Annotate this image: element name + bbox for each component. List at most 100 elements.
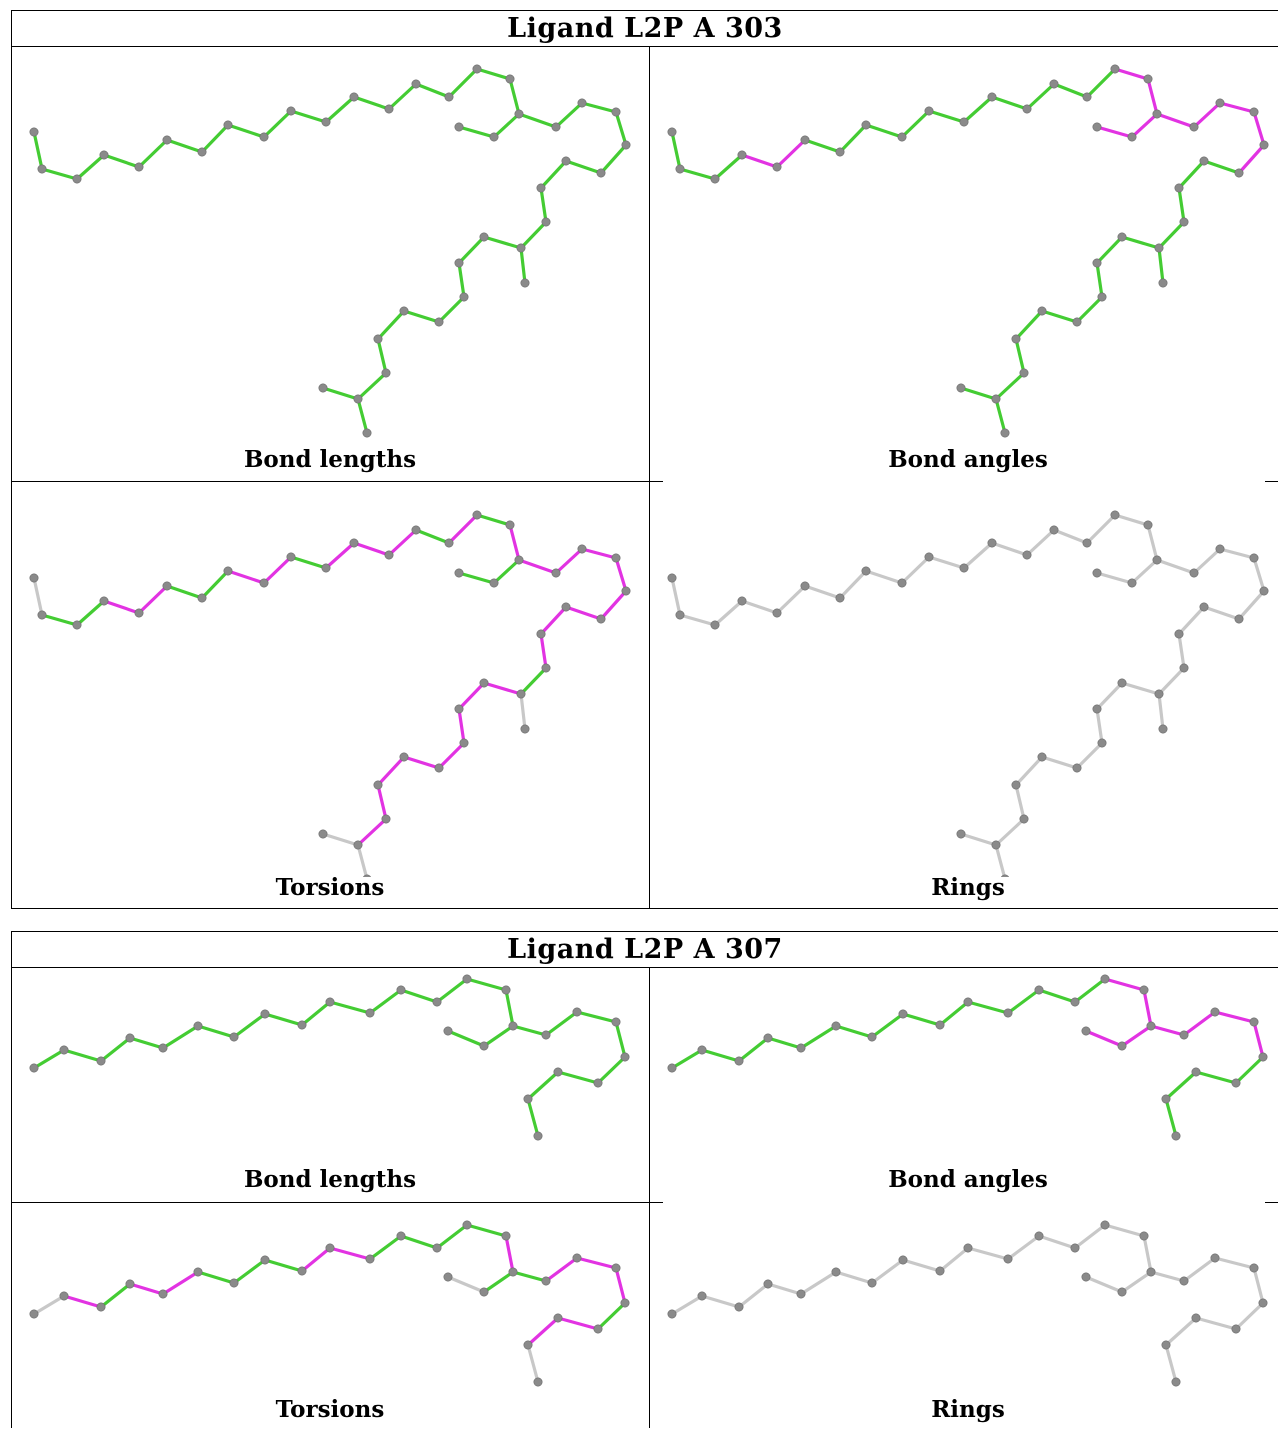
atom bbox=[489, 132, 499, 142]
bond bbox=[670, 1048, 704, 1070]
divider bbox=[12, 967, 1278, 968]
atom bbox=[444, 538, 454, 548]
bond bbox=[196, 1270, 236, 1285]
bond bbox=[40, 167, 79, 181]
bond bbox=[1218, 547, 1256, 560]
bond bbox=[990, 95, 1029, 111]
bond bbox=[356, 843, 369, 877]
bond bbox=[137, 584, 169, 615]
bond bbox=[799, 1024, 838, 1050]
bond bbox=[402, 755, 441, 770]
panel-label: Rings bbox=[931, 1396, 1005, 1423]
bond bbox=[1052, 528, 1089, 545]
atom bbox=[620, 1052, 630, 1062]
atom bbox=[1110, 510, 1120, 520]
atom bbox=[541, 1276, 551, 1286]
atom bbox=[1110, 64, 1120, 74]
bond bbox=[356, 371, 388, 401]
atom bbox=[29, 573, 39, 583]
bond bbox=[504, 988, 515, 1028]
bond bbox=[262, 109, 293, 139]
divider bbox=[12, 46, 1278, 47]
atom bbox=[620, 1298, 630, 1308]
atom bbox=[260, 1255, 270, 1265]
bond bbox=[775, 138, 807, 169]
bond bbox=[1194, 1316, 1238, 1331]
bond bbox=[482, 235, 523, 250]
bond bbox=[1006, 1234, 1041, 1261]
bond bbox=[838, 123, 868, 154]
atom bbox=[1117, 678, 1127, 688]
bond bbox=[1103, 977, 1146, 992]
bond bbox=[803, 584, 842, 600]
atom bbox=[373, 780, 383, 790]
bond bbox=[1192, 101, 1222, 129]
bond bbox=[1155, 112, 1196, 129]
bond bbox=[539, 632, 548, 670]
atom bbox=[536, 629, 546, 639]
bond bbox=[435, 1223, 469, 1250]
atom bbox=[325, 997, 335, 1007]
bond bbox=[901, 1012, 942, 1027]
atom bbox=[362, 428, 372, 438]
atom bbox=[577, 544, 587, 554]
atom bbox=[29, 1063, 39, 1073]
atom bbox=[861, 120, 871, 130]
bond bbox=[526, 1316, 560, 1347]
atom bbox=[924, 106, 934, 116]
atom bbox=[831, 1021, 841, 1031]
atom bbox=[621, 140, 631, 150]
atom bbox=[318, 829, 328, 839]
atom bbox=[1259, 140, 1269, 150]
bond bbox=[1252, 556, 1266, 593]
bond bbox=[1192, 547, 1222, 575]
bond bbox=[737, 1282, 770, 1309]
bond bbox=[1252, 1266, 1265, 1305]
bond bbox=[62, 1048, 103, 1063]
bond bbox=[62, 1294, 103, 1309]
bond bbox=[457, 125, 496, 139]
atom bbox=[1072, 317, 1082, 327]
bond bbox=[1142, 988, 1153, 1028]
atom bbox=[349, 92, 359, 102]
atom bbox=[667, 1309, 677, 1319]
bond bbox=[465, 1223, 508, 1238]
bond bbox=[526, 1070, 560, 1101]
bond bbox=[1075, 295, 1104, 324]
atom bbox=[462, 1220, 472, 1230]
panel-bond-lengths: Bond lengths bbox=[12, 47, 648, 481]
atom bbox=[321, 563, 331, 573]
atom bbox=[867, 1278, 877, 1288]
atom bbox=[667, 127, 677, 137]
bond bbox=[927, 555, 966, 570]
atom bbox=[411, 79, 421, 89]
bond bbox=[1103, 1223, 1146, 1238]
bond bbox=[1164, 1343, 1178, 1384]
atom bbox=[1158, 278, 1168, 288]
atom bbox=[737, 150, 747, 160]
bond bbox=[556, 1070, 600, 1085]
bond bbox=[200, 569, 230, 600]
bond bbox=[713, 599, 744, 627]
atom bbox=[99, 150, 109, 160]
atom bbox=[125, 1033, 135, 1043]
divider bbox=[649, 968, 650, 1428]
atom bbox=[1000, 428, 1010, 438]
atom bbox=[1100, 1220, 1110, 1230]
atom bbox=[384, 550, 394, 560]
atom bbox=[898, 1255, 908, 1265]
atom bbox=[533, 1131, 543, 1141]
bond bbox=[596, 1055, 627, 1085]
atom bbox=[1092, 568, 1102, 578]
atom bbox=[297, 1266, 307, 1276]
atom bbox=[611, 553, 621, 563]
bond bbox=[1052, 82, 1089, 99]
atom bbox=[197, 147, 207, 157]
bond bbox=[196, 1024, 236, 1039]
bond bbox=[262, 555, 293, 585]
bond bbox=[1085, 513, 1117, 545]
bond bbox=[575, 1010, 618, 1024]
ligand-table-307: Ligand L2P A 307 Bond lengths Bond angle… bbox=[11, 931, 1278, 1428]
bond bbox=[775, 584, 807, 615]
atom bbox=[1022, 104, 1032, 114]
